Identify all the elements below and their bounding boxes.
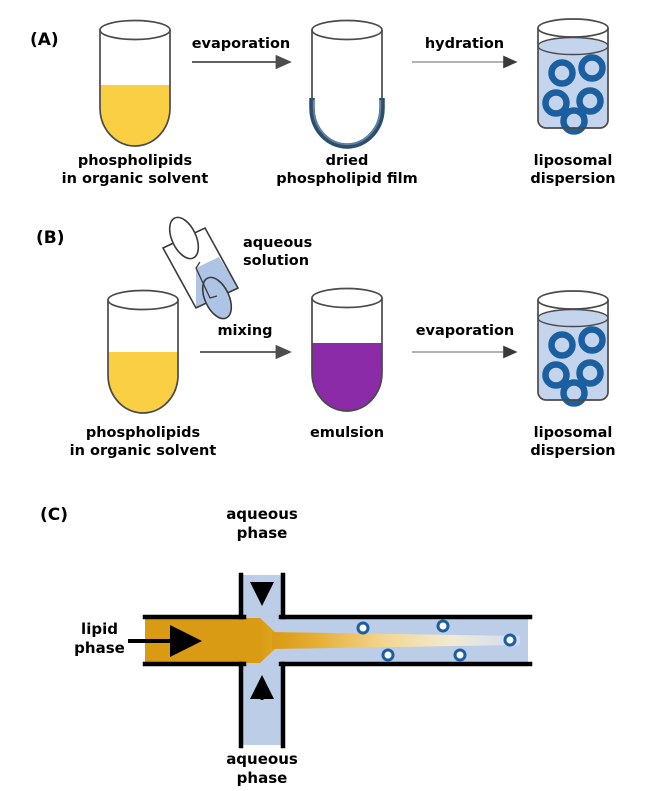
panel-a-graphics (99, 18, 609, 149)
channel-walls (142, 572, 533, 749)
aqueous-channel-top (242, 575, 282, 650)
caption-aqueous-solution-b: aqueous solution (243, 235, 313, 269)
panel-c-graphics (128, 572, 533, 749)
tube-emulsion-b (311, 287, 383, 412)
label-aqueous-phase-top: aqueous phase (226, 505, 298, 542)
panel-label-b: (B) (36, 228, 65, 248)
caption-b-step3: liposomal dispersion (530, 425, 616, 459)
tube-phospholipids-organic-solvent-a (99, 19, 171, 147)
arrow-label-hydration-a: hydration (424, 36, 505, 52)
aqueous-channel-bottom (242, 640, 282, 745)
panel-label-c: (C) (40, 505, 69, 525)
lipid-inlet-channel (145, 618, 260, 663)
outlet-channel-sheath (260, 618, 528, 663)
panel-b-graphics (107, 216, 609, 414)
caption-a-step1: phospholipids in organic solvent (61, 153, 209, 187)
panel-label-a: (A) (30, 30, 59, 50)
focused-lipid-stream (272, 632, 520, 649)
liposome-rings-a (542, 54, 606, 135)
arrow-label-evaporation-b: evaporation (415, 323, 515, 339)
label-lipid-phase: lipid phase (74, 620, 125, 657)
arrow-label-mixing-b: mixing (217, 323, 273, 339)
liposome-particles-outlet (356, 619, 517, 662)
caption-b-step2: emulsion (309, 425, 385, 441)
caption-b-step1: phospholipids in organic solvent (69, 425, 217, 459)
tube-liposomal-dispersion-a (537, 18, 609, 135)
tube-dried-phospholipid-film-a (309, 19, 385, 149)
label-aqueous-phase-bottom: aqueous phase (226, 750, 298, 787)
tube-phospholipids-organic-solvent-b (107, 289, 179, 414)
caption-a-step2: dried phospholipid film (276, 153, 418, 187)
liposome-rings-b (542, 326, 606, 407)
flow-arrows (128, 582, 274, 700)
beaker-aqueous-solution-b (161, 216, 240, 320)
tube-liposomal-dispersion-b (537, 290, 609, 407)
arrow-label-evaporation-a: evaporation (191, 36, 291, 52)
lipid-focus-neck (260, 618, 276, 663)
caption-a-step3: liposomal dispersion (530, 153, 616, 187)
